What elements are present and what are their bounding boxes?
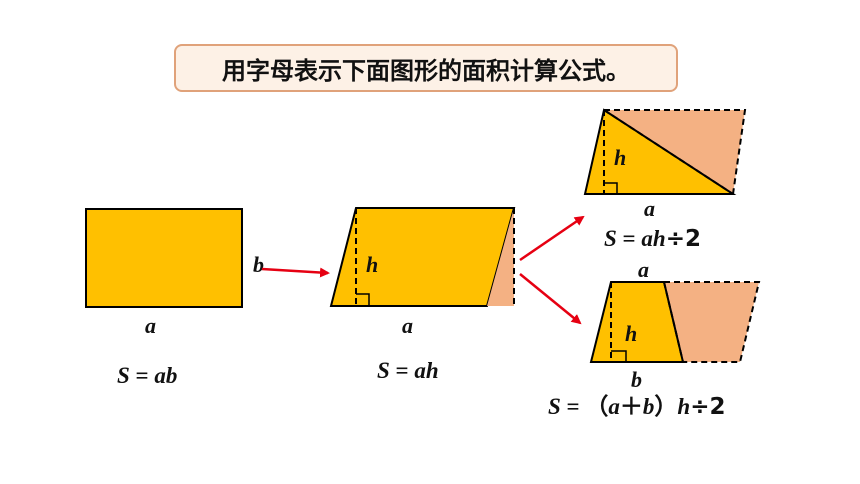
parallelogram-cut-piece bbox=[487, 208, 514, 306]
triangle-cut-piece bbox=[604, 110, 745, 194]
parallelogram-label-h: h bbox=[366, 252, 378, 277]
trapezoid-formula: S = （a＋b）h÷2 bbox=[548, 393, 726, 420]
trapezoid-dashed-outline bbox=[664, 281, 761, 363]
rectangle-figure: a b S = ab bbox=[85, 208, 264, 388]
triangle-diagonal bbox=[603, 109, 734, 195]
rectangle-label-a: a bbox=[145, 313, 156, 338]
trapezoid-label-a: a bbox=[638, 257, 649, 282]
triangle-dashed-outline bbox=[604, 109, 747, 195]
trapezoid-figure: a h b S = （a＋b）h÷2 bbox=[548, 257, 761, 420]
arrow-to-trapezoid bbox=[519, 273, 582, 325]
parallelogram-formula: S = ah bbox=[377, 358, 439, 383]
parallelogram-label-a: a bbox=[402, 313, 413, 338]
title-box: 用字母表示下面图形的面积计算公式。 bbox=[174, 44, 678, 92]
trapezoid-label-h: h bbox=[625, 321, 637, 346]
title-text: 用字母表示下面图形的面积计算公式。 bbox=[222, 56, 630, 85]
trapezoid-cut-line bbox=[663, 281, 684, 363]
trapezoid-cut-piece bbox=[664, 282, 759, 362]
trapezoid-right-angle bbox=[611, 350, 627, 362]
triangle-label-h: h bbox=[614, 145, 626, 170]
arrow-to-parallelogram bbox=[261, 267, 330, 278]
triangle-shape bbox=[583, 108, 737, 195]
arrow-to-triangle bbox=[519, 215, 585, 262]
triangle-figure: h a S = ah÷2 bbox=[583, 108, 747, 252]
parallelogram-figure: h a S = ah bbox=[329, 207, 516, 383]
trapezoid-label-b: b bbox=[631, 367, 642, 392]
triangle-right-angle bbox=[604, 182, 618, 194]
rectangle-shape bbox=[85, 208, 243, 308]
triangle-formula: S = ah÷2 bbox=[604, 226, 701, 252]
rectangle-label-b: b bbox=[253, 252, 264, 277]
parallelogram-shape bbox=[329, 207, 516, 307]
rectangle-formula: S = ab bbox=[117, 363, 177, 388]
parallelogram-right-angle bbox=[356, 293, 370, 306]
triangle-label-a: a bbox=[644, 196, 655, 221]
